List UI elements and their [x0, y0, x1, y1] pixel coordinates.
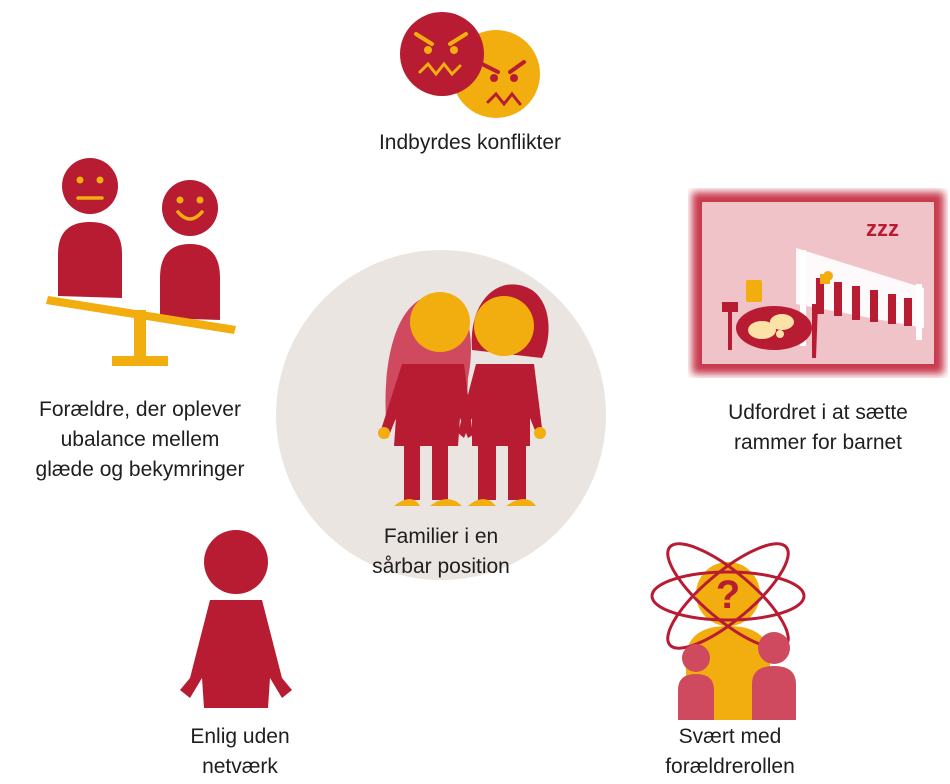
imbalance-label: Forældre, der oplever ubalance mellem gl… — [5, 395, 275, 485]
conflicts-label: Indbyrdes konflikter — [330, 128, 610, 158]
imbalance-label-line2: ubalance mellem — [60, 428, 220, 451]
center-label: Familier i en sårbar position — [341, 522, 541, 582]
parenting-label-line2: forældrerollen — [665, 755, 795, 778]
boundaries-label: Udfordret i at sætte rammer for barnet — [690, 398, 946, 458]
crib-and-dinner-icon: zzz — [692, 192, 944, 374]
seesaw-faces-icon — [46, 158, 236, 366]
angry-faces-icon — [400, 12, 540, 118]
single-label-line1: Enlig uden — [190, 725, 290, 748]
confused-parent-icon: ? — [650, 542, 806, 720]
parenting-label-line1: Svært med — [678, 725, 782, 748]
center-label-line1: Familier i en — [383, 525, 499, 548]
parenting-label: Svært med forældrerollen — [620, 722, 840, 782]
couple-icon — [378, 284, 549, 506]
single-label: Enlig uden netværk — [150, 722, 330, 782]
conflicts-label-line1: Indbyrdes konflikter — [378, 131, 562, 154]
boundaries-label-line2: rammer for barnet — [733, 431, 903, 454]
imbalance-label-line3: glæde og bekymringer — [35, 458, 245, 481]
center-label-line2: sårbar position — [372, 555, 510, 578]
boundaries-label-line1: Udfordret i at sætte — [728, 401, 908, 424]
single-label-line2: netværk — [202, 755, 278, 778]
lone-person-icon — [180, 530, 292, 708]
sleep-zzz-text: zzz — [866, 216, 899, 241]
svg-text:?: ? — [716, 573, 740, 617]
imbalance-label-line1: Forældre, der oplever — [39, 398, 241, 421]
